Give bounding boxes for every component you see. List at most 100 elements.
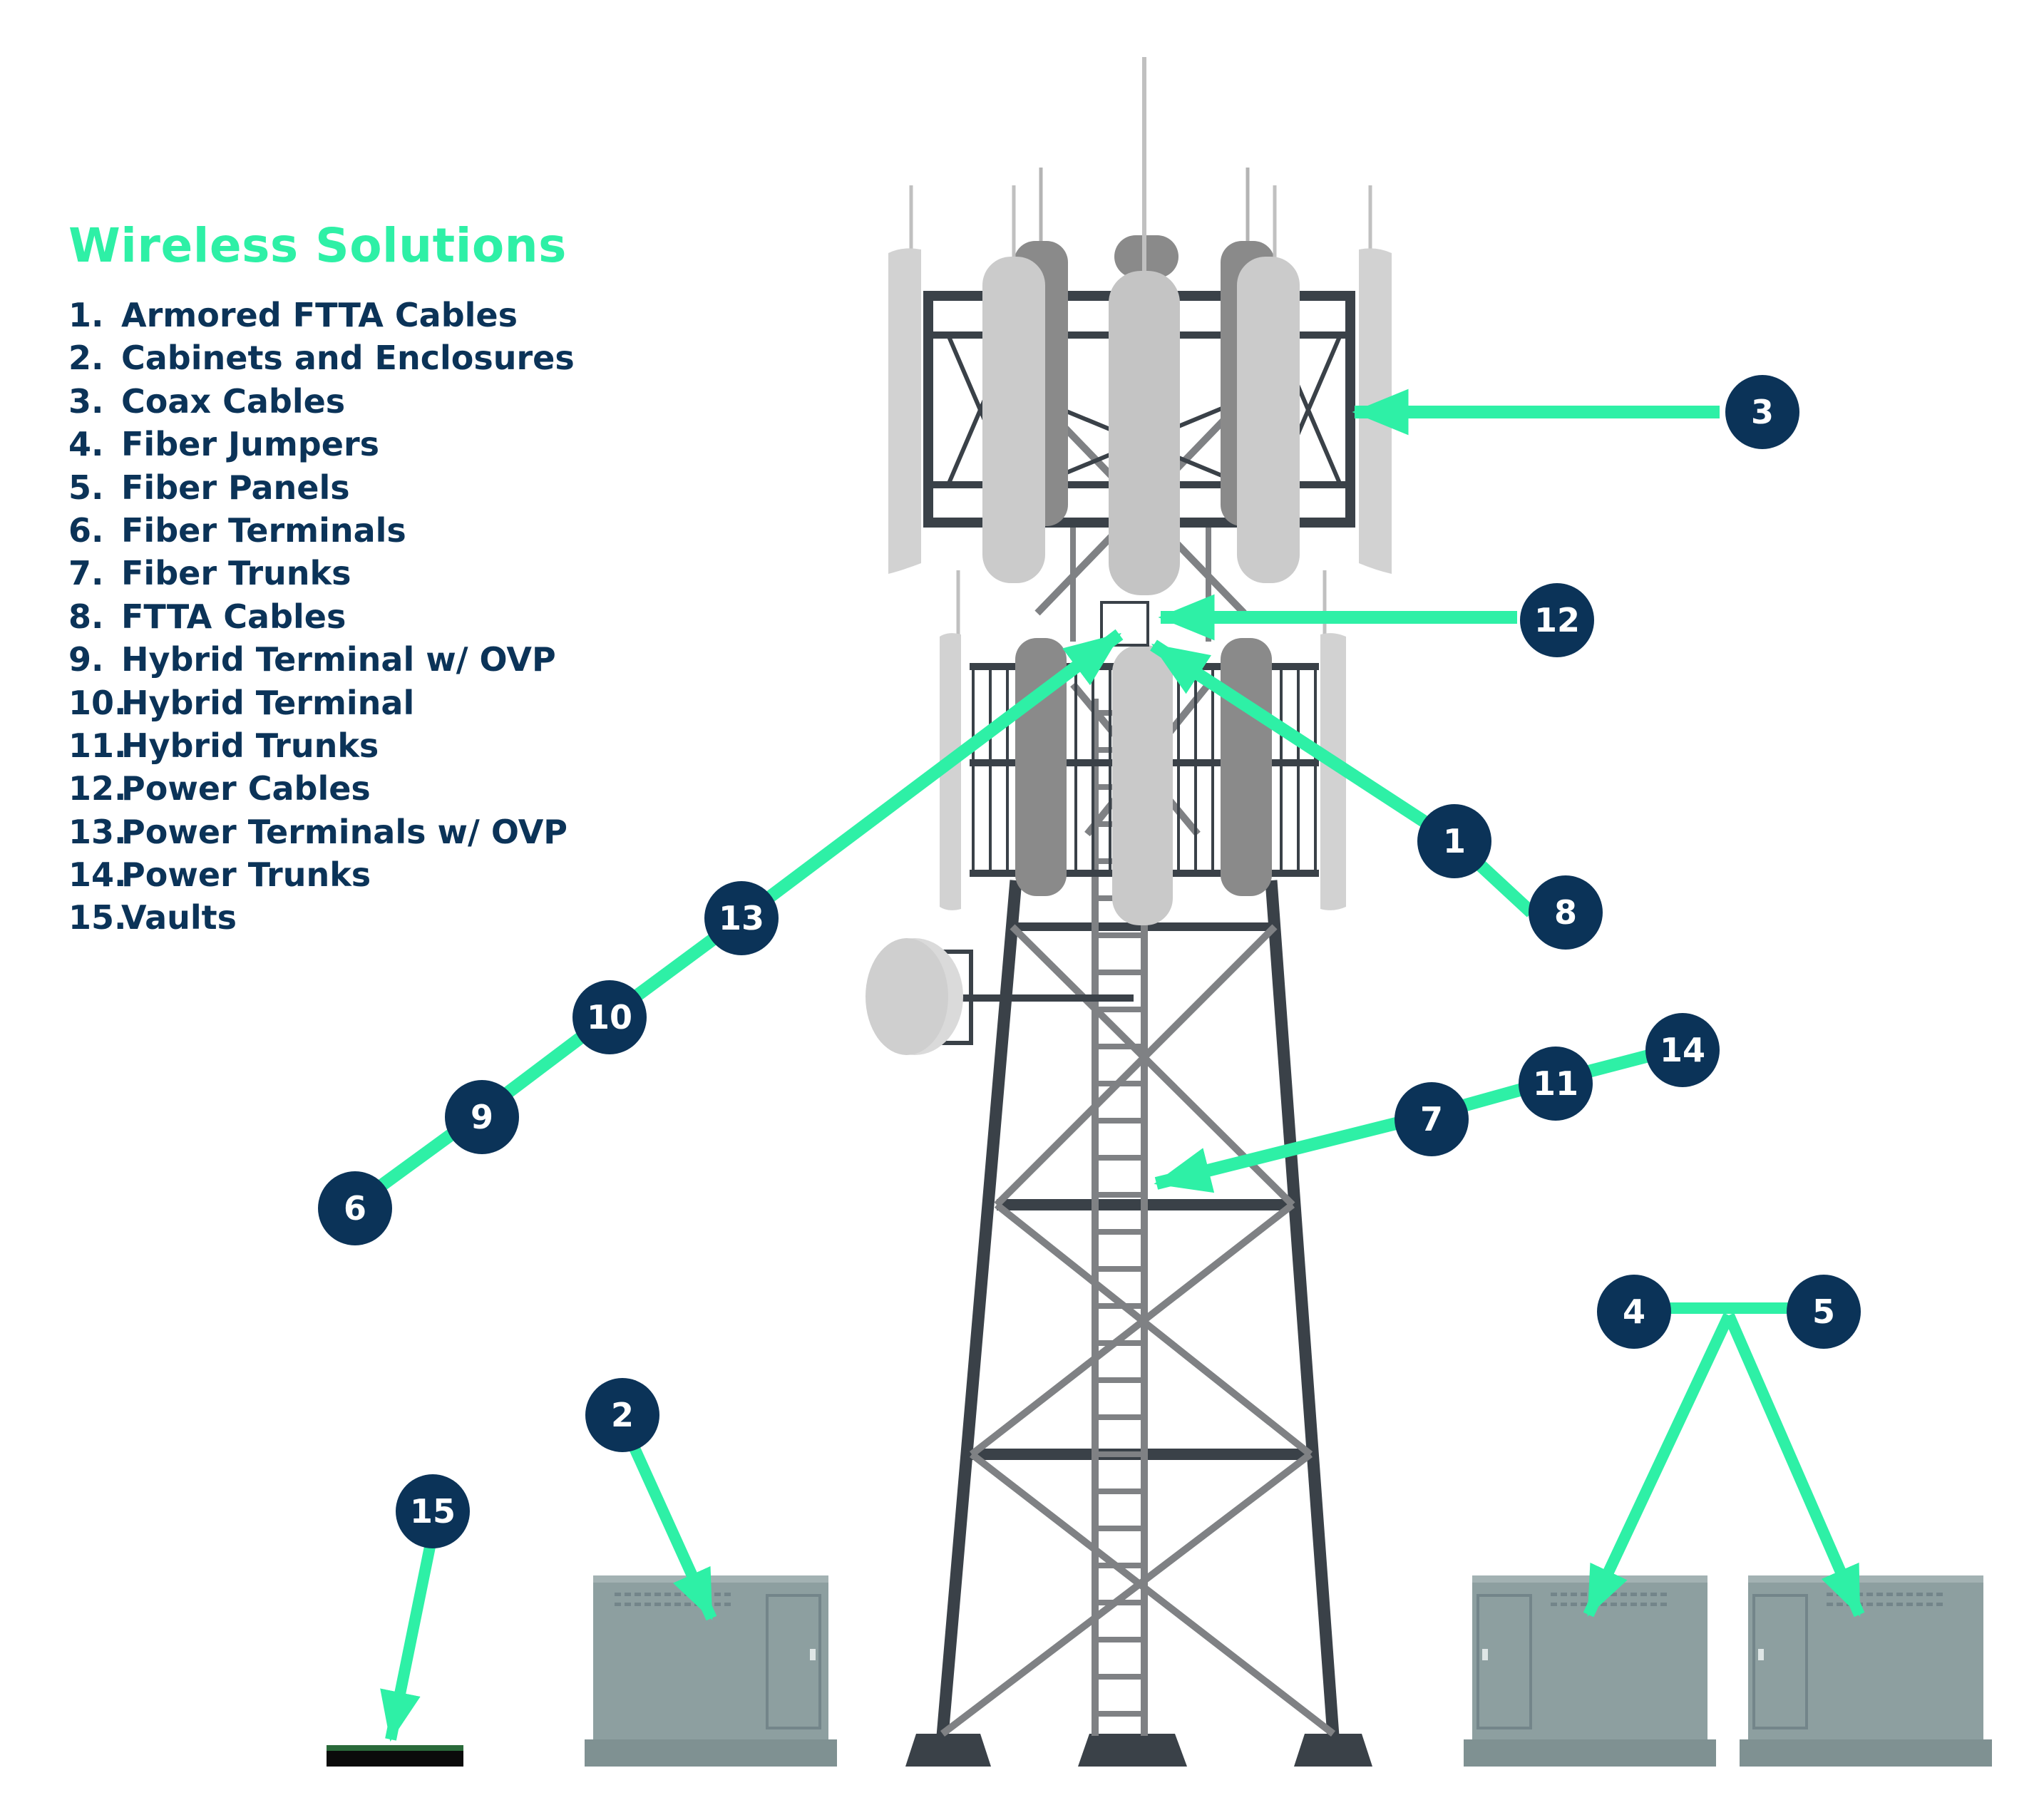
cabinet-vent bbox=[1630, 1603, 1637, 1606]
cabinet-vent bbox=[724, 1593, 731, 1596]
callout-line-2 bbox=[620, 1426, 717, 1621]
legend-item-label: Cabinets and Enclosures bbox=[121, 339, 575, 378]
cabinet-vent bbox=[1926, 1603, 1933, 1606]
microwave-dish bbox=[866, 938, 1134, 1055]
callout-line-15 bbox=[380, 1535, 438, 1742]
marker-4: 4 bbox=[1597, 1275, 1671, 1349]
legend-item-number: 3. bbox=[68, 381, 104, 421]
cabinet-vent bbox=[1876, 1603, 1883, 1606]
marker-label: 8 bbox=[1554, 893, 1577, 932]
legend-item: 13.Power Terminals w/ OVP bbox=[68, 811, 710, 853]
legend-item-number: 8. bbox=[68, 597, 104, 636]
cabinets bbox=[585, 1575, 1992, 1767]
marker-label: 11 bbox=[1533, 1064, 1578, 1103]
cabinet-door bbox=[1476, 1594, 1532, 1729]
cabinet-vent bbox=[1561, 1603, 1567, 1606]
marker-label: 9 bbox=[471, 1098, 493, 1136]
legend-item: 7.Fiber Trunks bbox=[68, 552, 710, 595]
cabinet-vent bbox=[1856, 1593, 1863, 1596]
legend-item-number: 10. bbox=[68, 683, 127, 722]
legend-item: 1.Armored FTTA Cables bbox=[68, 294, 710, 336]
cabinet-vent bbox=[635, 1593, 641, 1596]
marker-8: 8 bbox=[1529, 875, 1603, 950]
marker-9: 9 bbox=[445, 1080, 519, 1154]
callout-line-5 bbox=[1723, 1312, 1865, 1618]
legend-item-number: 5. bbox=[68, 468, 104, 507]
marker-label: 5 bbox=[1812, 1292, 1835, 1331]
cabinet-roof bbox=[1472, 1575, 1707, 1583]
cabinet-door bbox=[766, 1594, 821, 1729]
cabinet-vent bbox=[1650, 1593, 1657, 1596]
tower-feet bbox=[905, 1734, 1372, 1767]
legend-item-number: 6. bbox=[68, 510, 104, 550]
legend-item-number: 13. bbox=[68, 812, 127, 851]
cabinet-vent bbox=[1876, 1593, 1883, 1596]
cable-hub bbox=[1100, 601, 1149, 647]
cabinet-vent bbox=[1906, 1603, 1913, 1606]
callout-line-6-9-10 bbox=[351, 912, 746, 1210]
tower-cross-braces bbox=[940, 924, 1336, 1737]
cabinet-vent bbox=[1866, 1593, 1873, 1596]
legend-item-number: 14. bbox=[68, 855, 127, 895]
number-markers: 1 2 3 4 5 6 7 8 bbox=[318, 375, 1861, 1548]
legend-item-label: Hybrid Trunks bbox=[121, 726, 379, 765]
cabinet-vent bbox=[644, 1593, 651, 1596]
cabinet-vent bbox=[615, 1603, 621, 1606]
legend-item: 9.Hybrid Terminal w/ OVP bbox=[68, 638, 710, 681]
marker-label: 6 bbox=[344, 1189, 366, 1228]
legend-item-number: 11. bbox=[68, 726, 127, 765]
legend-title: Wireless Solutions bbox=[68, 218, 567, 273]
legend: Wireless Solutions 1.Armored FTTA Cables… bbox=[68, 214, 710, 940]
cabinet-base bbox=[1464, 1739, 1716, 1767]
cabinet-base bbox=[585, 1739, 837, 1767]
marker-6: 6 bbox=[318, 1171, 392, 1245]
legend-list: 1.Armored FTTA Cables 2. Cabinets and Enc… bbox=[68, 294, 710, 940]
legend-item: 14.Power Trunks bbox=[68, 853, 710, 896]
legend-item-label: Vaults bbox=[121, 898, 237, 937]
cabinet-vent bbox=[1611, 1603, 1617, 1606]
legend-item: 2. Cabinets and Enclosures bbox=[68, 336, 710, 379]
marker-5: 5 bbox=[1787, 1275, 1861, 1349]
cabinet-vent bbox=[1866, 1603, 1873, 1606]
legend-item-number: 1. bbox=[68, 296, 104, 334]
cabinet-vent bbox=[1551, 1603, 1557, 1606]
cabinet-roof bbox=[1748, 1575, 1983, 1583]
cabinet-vent bbox=[654, 1603, 661, 1606]
legend-item-label: Fiber Terminals bbox=[121, 510, 406, 550]
cabinet-vent bbox=[1581, 1603, 1587, 1606]
callout-line-4 bbox=[1583, 1312, 1735, 1618]
legend-item: 6. Fiber Terminals bbox=[68, 509, 710, 552]
cabinet-vent bbox=[1837, 1593, 1843, 1596]
legend-item-number: 2. bbox=[68, 339, 104, 378]
marker-13: 13 bbox=[704, 881, 779, 955]
cabinet-vent bbox=[1886, 1593, 1893, 1596]
cabinet-handle bbox=[1758, 1649, 1764, 1660]
cabinet-vent bbox=[1896, 1603, 1903, 1606]
cabinet-vent bbox=[1660, 1603, 1667, 1606]
callout-line-7 bbox=[1154, 1109, 1429, 1193]
legend-item-number: 7. bbox=[68, 554, 104, 593]
cabinet bbox=[1740, 1575, 1992, 1767]
legend-item-number: 9. bbox=[68, 640, 104, 679]
cabinet-vent bbox=[1601, 1603, 1607, 1606]
cabinet-vent bbox=[1640, 1603, 1647, 1606]
legend-item-number: 4. bbox=[68, 425, 104, 464]
marker-label: 14 bbox=[1660, 1031, 1705, 1069]
legend-item: 15.Vaults bbox=[68, 896, 710, 939]
cabinet-handle bbox=[810, 1649, 816, 1660]
cabinet-vent bbox=[1581, 1593, 1587, 1596]
cabinet-vent bbox=[674, 1603, 681, 1606]
legend-item: 3.Coax Cables bbox=[68, 380, 710, 423]
cabinet-vent bbox=[1827, 1593, 1833, 1596]
cabinet-vent bbox=[1621, 1603, 1627, 1606]
cabinet-vent bbox=[684, 1593, 691, 1596]
cabinet-vent bbox=[615, 1593, 621, 1596]
cabinet-vent bbox=[654, 1593, 661, 1596]
cabinet-vent bbox=[714, 1593, 721, 1596]
vault bbox=[327, 1745, 463, 1767]
marker-label: 3 bbox=[1751, 393, 1774, 431]
callout-line-1 bbox=[1150, 639, 1458, 847]
cabinet-vent bbox=[1886, 1603, 1893, 1606]
legend-item: 12.Power Cables bbox=[68, 767, 710, 810]
